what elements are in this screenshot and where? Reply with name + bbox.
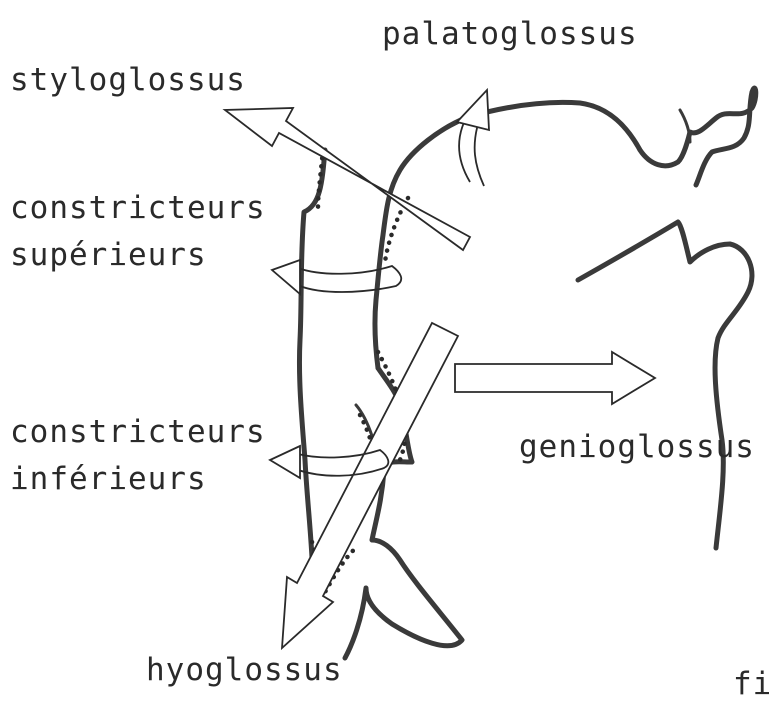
constricteurs-superieurs-curl-arrow bbox=[298, 266, 401, 292]
label-constricteurs-inferieurs-line2: inférieurs bbox=[10, 461, 207, 497]
constricteurs-inferieurs-arrowhead bbox=[270, 446, 300, 478]
palate-contour bbox=[468, 88, 756, 185]
label-styloglossus: styloglossus bbox=[10, 62, 246, 98]
label-genioglossus: genioglossus bbox=[519, 429, 755, 465]
label-constricteurs-inferieurs-line1: constricteurs bbox=[10, 414, 266, 450]
styloglossus-arrow bbox=[225, 108, 470, 250]
genioglossus-arrow bbox=[455, 352, 655, 404]
palatoglossus-arrowhead bbox=[457, 90, 489, 130]
label-palatoglossus: palatoglossus bbox=[382, 16, 638, 52]
label-hyoglossus: hyoglossus bbox=[146, 652, 343, 688]
label-constricteurs-superieurs-line1: constricteurs bbox=[10, 190, 266, 226]
constricteurs-superieurs-arrowhead bbox=[272, 260, 300, 294]
palate-lip-detail bbox=[680, 110, 690, 142]
label-constricteurs-superieurs-line2: supérieurs bbox=[10, 237, 207, 273]
label-figure-fragment: fi bbox=[733, 666, 769, 702]
